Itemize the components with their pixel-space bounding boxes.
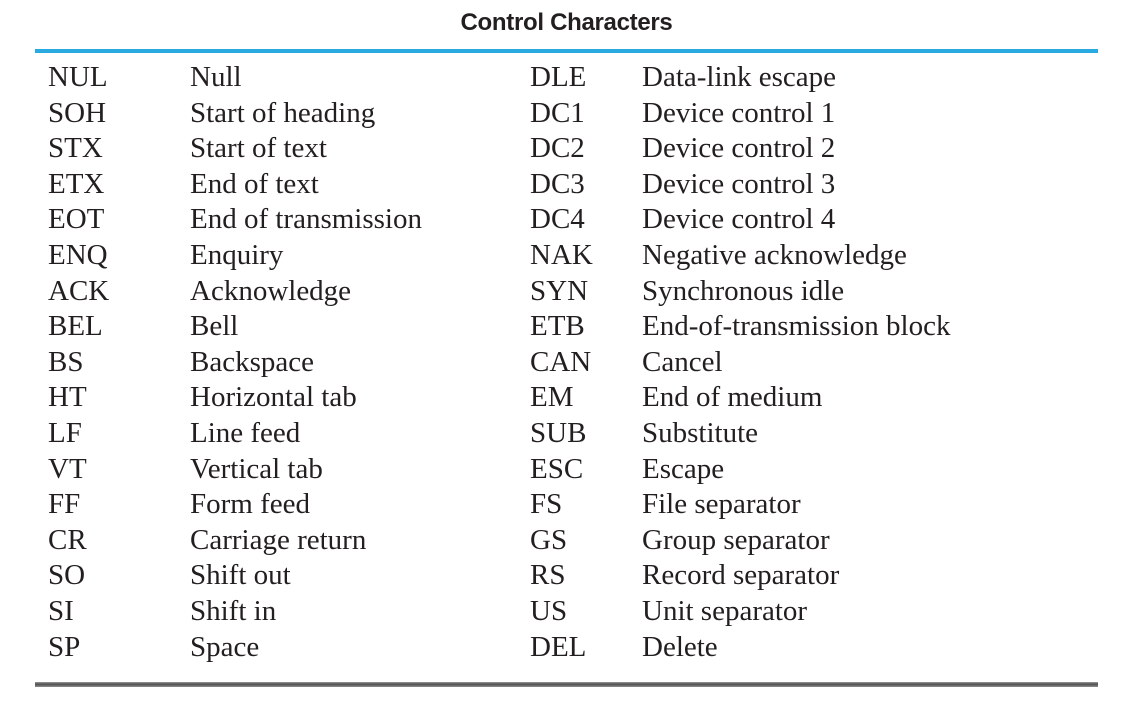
description-cell-left: Start of heading [190, 96, 376, 129]
table-row: EOT End of transmission DC4 Device contr… [48, 202, 950, 238]
code-cell-left: FF [48, 488, 81, 521]
description-cell-right: Escape [642, 452, 725, 485]
description-cell-right: Unit separator [642, 594, 808, 627]
description-cell-left: Space [190, 630, 260, 663]
table-row: BEL Bell ETB End-of-transmission block [48, 309, 950, 345]
code-cell-left: CR [48, 523, 87, 556]
table-row: SO Shift out RS Record separator [48, 558, 950, 594]
description-cell-right: End-of-transmission block [642, 310, 951, 343]
description-cell-left: End of transmission [190, 203, 422, 236]
description-cell-right: File separator [642, 488, 801, 521]
table-row: FF Form feed FS File separator [48, 487, 950, 523]
description-cell-left: Enquiry [190, 238, 284, 271]
code-cell-right: SYN [530, 274, 589, 307]
table-row: ENQ Enquiry NAK Negative acknowledge [48, 238, 950, 274]
code-cell-left: ETX [48, 167, 105, 200]
control-characters-table: NUL Null DLE Data-link escape SOH Start … [48, 60, 950, 665]
table-row: ETX End of text DC3 Device control 3 [48, 167, 950, 203]
description-cell-right: Device control 2 [642, 132, 836, 165]
description-cell-right: Substitute [642, 416, 759, 449]
code-cell-right: ETB [530, 310, 585, 343]
code-cell-right: NAK [530, 238, 593, 271]
code-cell-left: BEL [48, 310, 103, 343]
code-cell-right: SUB [530, 416, 587, 449]
code-cell-left: SOH [48, 96, 107, 129]
description-cell-left: Backspace [190, 345, 314, 378]
table-row: ACK Acknowledge SYN Synchronous idle [48, 274, 950, 310]
code-cell-right: CAN [530, 345, 592, 378]
code-cell-left: VT [48, 452, 87, 485]
table-row: BS Backspace CAN Cancel [48, 345, 950, 381]
description-cell-left: Horizontal tab [190, 381, 357, 414]
description-cell-left: Bell [190, 310, 239, 343]
code-cell-right: FS [530, 488, 563, 521]
table-title: Control Characters [460, 9, 673, 36]
table-row: SOH Start of heading DC1 Device control … [48, 96, 950, 132]
description-cell-left: Vertical tab [190, 452, 323, 485]
description-cell-right: Cancel [642, 345, 723, 378]
code-cell-right: DEL [530, 630, 587, 663]
code-cell-left: STX [48, 132, 103, 165]
description-cell-left: Shift in [190, 594, 277, 627]
description-cell-left: Carriage return [190, 523, 367, 556]
table-row: SI Shift in US Unit separator [48, 594, 950, 630]
table-row: VT Vertical tab ESC Escape [48, 452, 950, 488]
code-cell-right: US [530, 594, 568, 627]
code-cell-left: NUL [48, 61, 108, 93]
description-cell-left: Form feed [190, 488, 310, 521]
table-row: LF Line feed SUB Substitute [48, 416, 950, 452]
code-cell-left: ACK [48, 274, 110, 307]
description-cell-right: Group separator [642, 523, 830, 556]
code-cell-right: RS [530, 559, 566, 592]
description-cell-right: End of medium [642, 381, 823, 414]
description-cell-right: Negative acknowledge [642, 238, 907, 271]
table-row: NUL Null DLE Data-link escape [48, 60, 950, 96]
code-cell-right: DC4 [530, 203, 585, 236]
code-cell-left: ENQ [48, 238, 108, 271]
description-cell-left: Start of text [190, 132, 327, 165]
table-row: HT Horizontal tab EM End of medium [48, 380, 950, 416]
description-cell-right: Synchronous idle [642, 274, 845, 307]
code-cell-left: SO [48, 559, 86, 592]
code-cell-right: DC3 [530, 167, 585, 200]
table-row: SP Space DEL Delete [48, 630, 950, 666]
code-cell-left: BS [48, 345, 84, 378]
table-bottom-rule [35, 682, 1098, 687]
description-cell-right: Device control 1 [642, 96, 836, 129]
code-cell-right: DLE [530, 61, 587, 93]
code-cell-right: DC2 [530, 132, 585, 165]
description-cell-left: End of text [190, 167, 319, 200]
description-cell-right: Device control 3 [642, 167, 836, 200]
description-cell-right: Record separator [642, 559, 840, 592]
code-cell-right: EM [530, 381, 574, 414]
description-cell-left: Null [190, 61, 242, 93]
code-cell-left: LF [48, 416, 82, 449]
description-cell-left: Line feed [190, 416, 301, 449]
code-cell-left: SP [48, 630, 81, 663]
description-cell-left: Shift out [190, 559, 291, 592]
table-row: STX Start of text DC2 Device control 2 [48, 131, 950, 167]
code-cell-left: EOT [48, 203, 105, 236]
description-cell-right: Delete [642, 630, 718, 663]
code-cell-left: HT [48, 381, 87, 414]
description-cell-right: Data-link escape [642, 61, 837, 93]
description-cell-left: Acknowledge [190, 274, 352, 307]
code-cell-right: ESC [530, 452, 584, 485]
code-cell-right: GS [530, 523, 568, 556]
code-cell-left: SI [48, 594, 74, 627]
code-cell-right: DC1 [530, 96, 585, 129]
title-underline-rule [35, 49, 1098, 53]
table-row: CR Carriage return GS Group separator [48, 523, 950, 559]
description-cell-right: Device control 4 [642, 203, 836, 236]
